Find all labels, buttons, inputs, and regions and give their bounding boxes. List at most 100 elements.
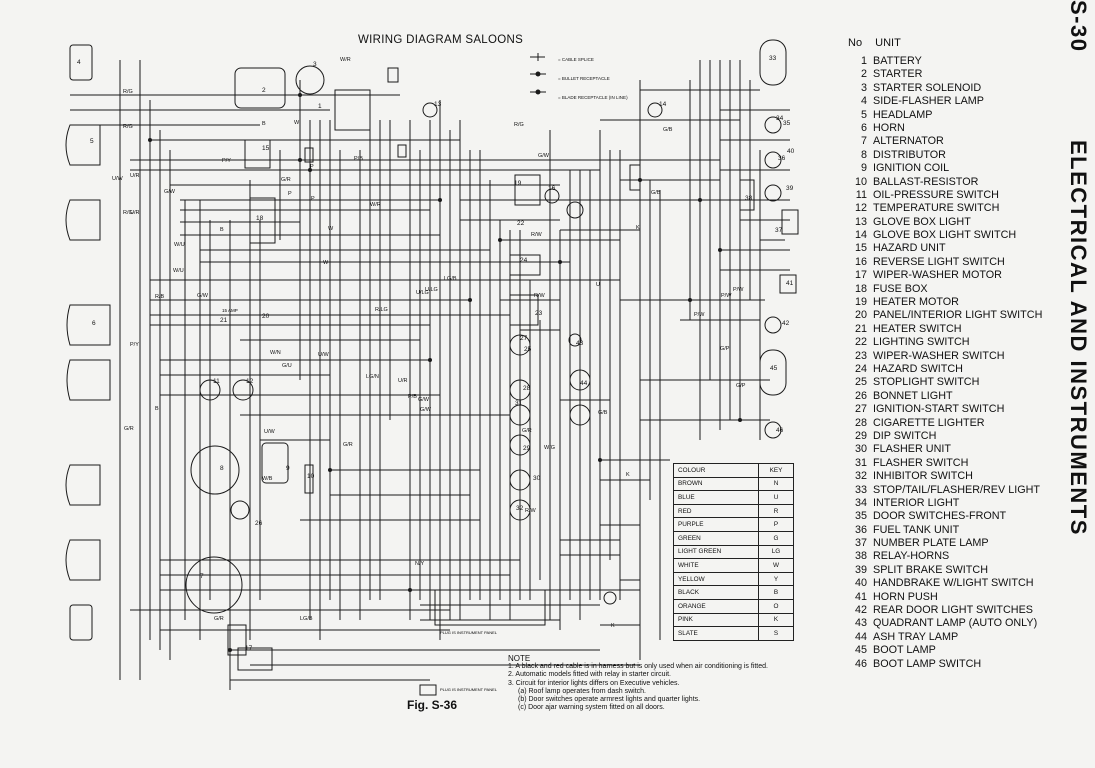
wire-colour-label: P/Y [222, 158, 231, 164]
unit-number: 24 [854, 362, 867, 375]
wire-colour-label: W [294, 120, 300, 126]
wire-colour-label: G/R [343, 442, 353, 448]
colour-name: GREEN [673, 530, 759, 546]
colour-header: COLOUR [673, 463, 759, 478]
component-number-label: 16 [548, 185, 556, 192]
component-number-label: 27 [520, 335, 528, 342]
wire-colour-label: P [311, 196, 315, 202]
unit-number: 30 [854, 443, 867, 456]
unit-name: HEATER MOTOR [873, 296, 959, 309]
colour-name: ORANGE [673, 598, 759, 614]
unit-name: BATTERY [873, 55, 922, 67]
wire-colour-label: G/R [124, 426, 134, 432]
wire-colour-label: W/U [174, 242, 185, 248]
unit-number: 3 [860, 81, 867, 94]
note-line: 3. Circuit for interior lights differs o… [508, 679, 680, 687]
unit-name: SPLIT BRAKE SWITCH [873, 563, 988, 576]
component-number-label: 18 [256, 215, 264, 222]
unit-number: 6 [860, 121, 867, 134]
unit-list-header: No UNIT [848, 37, 901, 49]
wire-colour-label: W/R [340, 57, 351, 63]
component-number-label: 39 [786, 185, 794, 192]
colour-key: G [758, 530, 794, 546]
wire-colour-label: K [611, 623, 615, 629]
wire-colour-label: LG/N [366, 374, 379, 380]
wire-colour-label: G/W [418, 397, 430, 403]
component-number-label: 42 [782, 320, 790, 327]
wire-colour-label: R/G [514, 122, 524, 128]
component-number-label: 6 [92, 320, 96, 327]
legend-cable-splice: = CABLE SPLICE [558, 57, 594, 62]
wire-colour-label: P [310, 164, 314, 170]
component-number-label: 3 [313, 61, 317, 68]
unit-name: STOPLIGHT SWITCH [873, 376, 980, 389]
unit-item: 28 CIGARETTE LIGHTER [848, 417, 1042, 430]
component-number-label: 45 [770, 365, 778, 372]
wire-colour-label: P/Y [130, 342, 139, 348]
wire-colour-label: P/B [354, 156, 363, 162]
wire-colour-label: P/W [694, 312, 705, 318]
unit-number: 31 [854, 456, 867, 469]
unit-name: OIL-PRESSURE SWITCH [873, 188, 999, 201]
unit-name: WIPER-WASHER SWITCH [873, 349, 1005, 362]
colour-key: W [758, 558, 794, 573]
unit-number: 22 [854, 336, 867, 349]
unit-number: 19 [854, 296, 867, 309]
wire-colour-label: R/W [531, 232, 543, 238]
note-line: (a) Roof lamp operates from dash switch. [518, 687, 646, 695]
unit-name: INTERIOR LIGHT [873, 496, 960, 509]
unit-number: 45 [854, 644, 867, 657]
component-number-label: 5 [90, 138, 94, 145]
unit-number: 18 [854, 282, 867, 295]
colour-key: U [758, 490, 794, 505]
component-number-label: 30 [533, 475, 541, 482]
connector-note: PLUG IS INSTRUMENT PANEL [440, 687, 498, 692]
wire-colour-label: R/G [123, 89, 133, 95]
unit-number: 27 [854, 403, 867, 416]
unit-number: 26 [854, 389, 867, 402]
colour-name: BLACK [673, 585, 759, 600]
plug-note: PLUG IS INSTRUMENT PANEL [440, 630, 498, 635]
unit-name: NUMBER PLATE LAMP [873, 537, 989, 550]
unit-name: REVERSE LIGHT SWITCH [873, 255, 1005, 268]
wire-colour-label: K [636, 225, 640, 231]
figure-label: Fig. S-36 [407, 698, 458, 712]
unit-name: FUSE BOX [873, 282, 928, 295]
symbol-legend: = CABLE SPLICE = BULLET RECEPTACLE = BLA… [558, 50, 628, 107]
component-number-label: 35 [783, 120, 791, 127]
component-number-label: 46 [776, 427, 784, 434]
component-number-label: 40 [787, 148, 795, 155]
unit-name: IGNITION COIL [873, 162, 950, 175]
unit-number: 28 [854, 416, 867, 429]
wire-colour-label: G/P [720, 346, 730, 352]
unit-number: 25 [854, 376, 867, 389]
side-title: S-30 ELECTRICAL AND INSTRUMENTS [1063, 0, 1095, 550]
wire-colour-label: W/B [262, 476, 273, 482]
unit-number: 12 [854, 202, 867, 215]
unit-number: 23 [854, 349, 867, 362]
unit-name: GLOVE BOX LIGHT SWITCH [873, 229, 1017, 242]
unit-no-header: No [848, 37, 863, 49]
unit-name: CIGARETTE LIGHTER [873, 416, 985, 429]
component-number-label: 22 [517, 220, 525, 227]
wire-colour-label: P [288, 191, 292, 197]
unit-number: 38 [854, 550, 867, 563]
unit-name: STOP/TAIL/FLASHER/REV LIGHT [873, 483, 1040, 496]
component-number-label: 44 [580, 380, 588, 387]
colour-key: S [758, 626, 794, 641]
unit-item: 18 FUSE BOX [848, 283, 1042, 296]
